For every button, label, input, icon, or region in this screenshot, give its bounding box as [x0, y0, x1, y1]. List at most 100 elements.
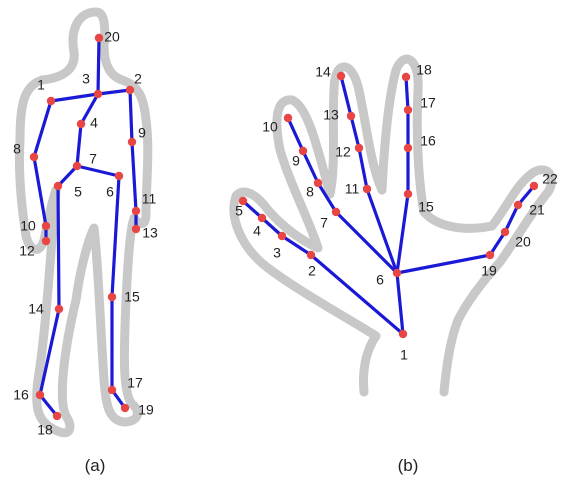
body-joint-9: [127, 137, 137, 147]
bones-layer: [32, 36, 536, 418]
caption-a: (a): [85, 456, 106, 475]
hand-joint-1: [398, 329, 408, 339]
hand-joint-14: [336, 71, 346, 81]
hand-joint-label-14: 14: [315, 64, 331, 80]
hand-joint-label-20: 20: [515, 234, 531, 250]
body-joint-6: [114, 171, 124, 181]
hand-bone-1-6: [395, 271, 405, 336]
body-joint-label-20: 20: [104, 29, 120, 45]
body-joint-label-17: 17: [127, 375, 143, 391]
hand-joint-label-8: 8: [306, 184, 314, 200]
hand-joint-8: [313, 178, 323, 188]
body-joint-label-10: 10: [20, 218, 36, 234]
hand-joint-label-1: 1: [400, 347, 408, 363]
body-joint-13: [131, 224, 141, 234]
body-bone-14-16: [38, 307, 61, 397]
hand-bone-6-7: [334, 210, 399, 275]
body-joint-8: [29, 152, 39, 162]
body-joint-11: [131, 206, 141, 216]
hand-bone-3-4: [260, 216, 284, 238]
hand-joint-18: [401, 72, 411, 82]
body-joint-label-19: 19: [138, 402, 154, 418]
body-bone-2-9: [128, 88, 134, 144]
hand-bone-19-20: [488, 230, 507, 257]
body-bone-1-8: [32, 99, 53, 159]
hand-joint-label-2: 2: [308, 263, 316, 279]
hand-joint-4: [257, 213, 267, 223]
hand-joint-label-12: 12: [335, 144, 351, 160]
hand-bone-12-13: [349, 114, 361, 150]
hand-bone-4-5: [241, 199, 264, 220]
body-joint-12: [41, 236, 51, 246]
hand-joint-label-22: 22: [542, 171, 558, 187]
body-joint-16: [35, 390, 45, 400]
hand-bone-17-18: [404, 75, 410, 112]
body-joint-5: [53, 181, 63, 191]
body-joint-label-12: 12: [19, 243, 35, 259]
hand-bone-2-3: [280, 234, 313, 257]
hand-bone-6-15: [395, 192, 410, 275]
body-joint-label-13: 13: [142, 225, 158, 241]
hand-bone-9-10: [286, 116, 305, 153]
body-joint-label-18: 18: [37, 422, 53, 438]
body-joint-label-4: 4: [90, 115, 98, 131]
hand-joint-label-10: 10: [262, 119, 278, 135]
body-joint-label-16: 16: [13, 387, 29, 403]
hand-bone-8-9: [301, 149, 320, 185]
hand-joint-label-9: 9: [292, 153, 300, 169]
hand-joint-label-21: 21: [529, 202, 545, 218]
body-bone-3-2: [96, 88, 132, 96]
body-bone-1-3: [49, 92, 100, 103]
hand-joint-label-3: 3: [273, 245, 281, 261]
body-joint-18: [52, 411, 62, 421]
hand-joint-label-19: 19: [481, 263, 497, 279]
hand-bone-20-21: [503, 203, 520, 234]
body-joint-label-11: 11: [142, 191, 157, 207]
body-bone-4-7: [75, 122, 83, 168]
body-joint-19: [120, 403, 130, 413]
caption-b: (b): [398, 456, 419, 475]
hand-bone-6-11: [365, 187, 399, 275]
hand-joint-20: [500, 227, 510, 237]
body-joint-20: [94, 33, 104, 43]
hand-bone-7-8: [316, 181, 338, 214]
hand-joint-15: [403, 189, 413, 199]
body-bone-8-10: [32, 155, 48, 228]
body-joint-label-5: 5: [74, 184, 82, 200]
body-silhouette: [14, 7, 153, 438]
hand-joint-label-16: 16: [420, 133, 436, 149]
hand-bone-1-2: [309, 253, 405, 336]
body-bone-7-6: [75, 164, 121, 178]
body-joint-7: [72, 161, 82, 171]
hand-bone-11-12: [357, 146, 369, 191]
hand-silhouette: [229, 54, 556, 397]
hand-joint-label-15: 15: [418, 199, 434, 215]
body-joint-label-3: 3: [82, 71, 90, 87]
hand-joint-10: [283, 113, 293, 123]
body-bone-6-15: [110, 174, 121, 299]
hand-joint-7: [331, 207, 341, 217]
body-bone-5-14: [56, 184, 61, 311]
hand-joint-label-17: 17: [420, 95, 436, 111]
body-joint-label-7: 7: [89, 151, 97, 167]
body-joint-label-14: 14: [28, 301, 44, 317]
hand-joint-16: [403, 143, 413, 153]
hand-bone-6-19: [395, 253, 492, 275]
hand-joint-label-7: 7: [320, 215, 328, 231]
body-joint-14: [54, 304, 64, 314]
hand-joint-label-18: 18: [416, 62, 432, 78]
body-joint-label-8: 8: [13, 141, 21, 157]
hand-joint-19: [485, 250, 495, 260]
hand-joint-22: [529, 181, 539, 191]
body-joint-1: [46, 96, 56, 106]
hand-joint-9: [298, 146, 308, 156]
hand-joint-17: [403, 105, 413, 115]
hand-joint-13: [346, 111, 356, 121]
hand-bone-13-14: [339, 74, 353, 118]
body-joint-3: [93, 89, 103, 99]
body-joint-2: [125, 85, 135, 95]
body-joint-label-9: 9: [138, 125, 146, 141]
body-joint-label-6: 6: [106, 184, 114, 200]
body-joint-4: [76, 119, 86, 129]
